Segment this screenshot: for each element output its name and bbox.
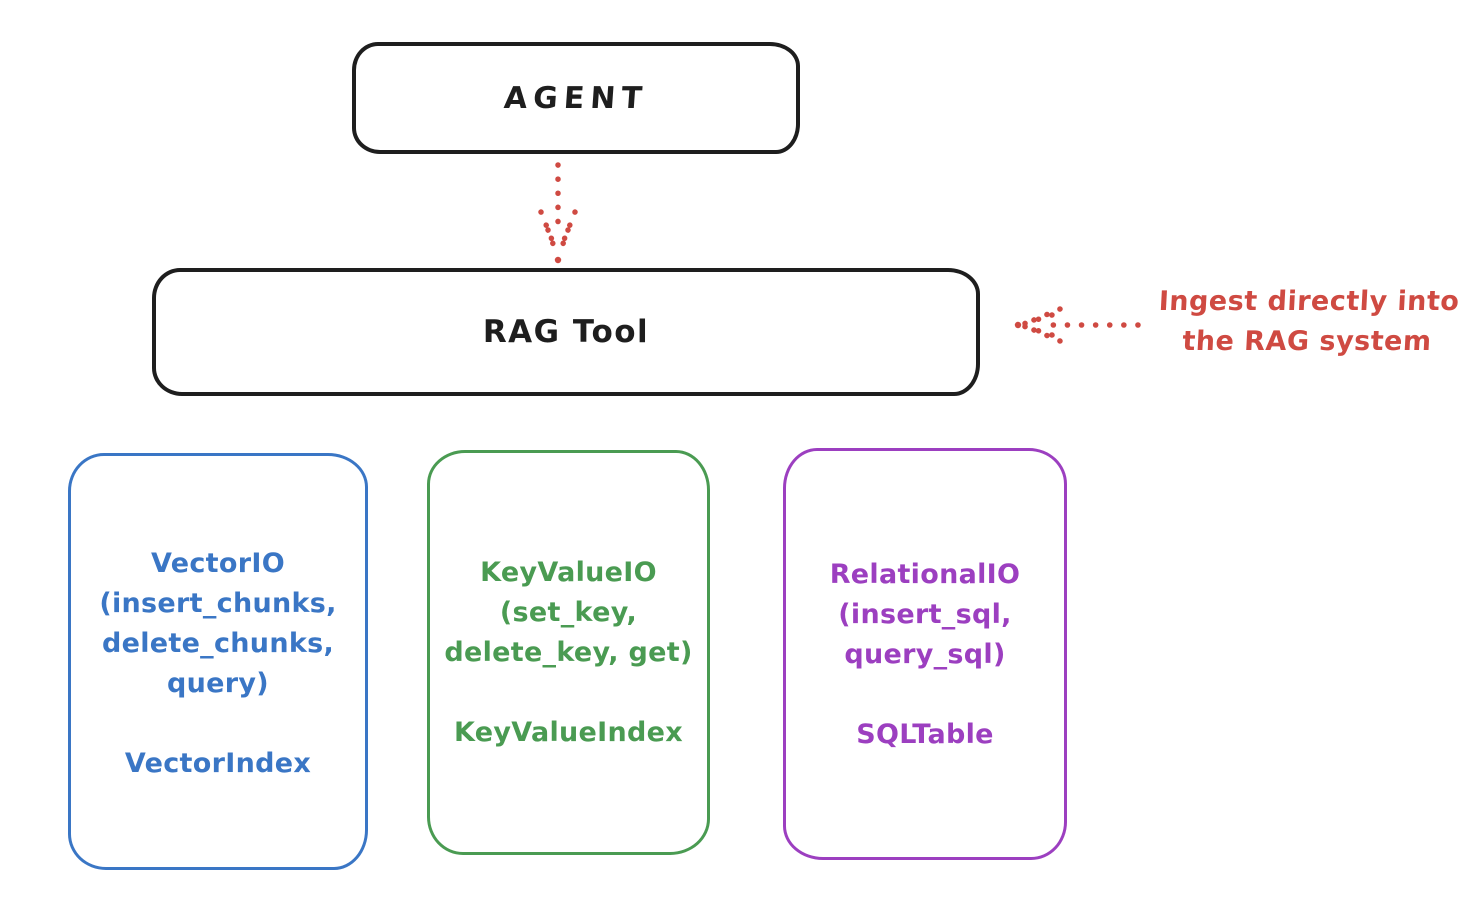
sql-table-label: SQLTable	[856, 719, 994, 750]
agent-box: AGENT	[352, 42, 800, 154]
agent-label: AGENT	[502, 80, 650, 116]
backend-box-relational-io: RelationalIO (insert_sql, query_sql) SQL…	[783, 448, 1067, 860]
annotation-line-2: the RAG system	[1181, 326, 1433, 357]
relational-io-line: (insert_sql,	[838, 599, 1012, 630]
vector-io-line: query)	[167, 668, 269, 699]
annotation-line-1: Ingest directly into	[1157, 286, 1461, 317]
keyvalue-io-line: (set_key,	[499, 597, 638, 628]
rag-tool-box: RAG Tool	[152, 268, 980, 396]
keyvalue-io-line: delete_key, get)	[444, 637, 693, 668]
keyvalue-index-label: KeyValueIndex	[453, 717, 683, 748]
arrow-left-dotted-icon	[1014, 306, 1141, 344]
relational-io-line: query_sql)	[844, 639, 1006, 670]
rag-tool-label: RAG Tool	[482, 314, 650, 350]
keyvalue-io-line: KeyValueIO	[480, 557, 657, 588]
relational-io-line: RelationalIO	[829, 559, 1021, 590]
backend-box-keyvalue-io: KeyValueIO (set_key, delete_key, get) Ke…	[427, 450, 710, 855]
arrow-down-dotted-icon	[538, 162, 578, 264]
vector-io-line: VectorIO	[151, 548, 285, 579]
backend-box-vector-io: VectorIO (insert_chunks, delete_chunks, …	[68, 453, 368, 870]
vector-io-line: (insert_chunks,	[99, 588, 337, 619]
annotation-ingest-note: Ingest directly into the RAG system	[1138, 282, 1478, 362]
vector-io-line: delete_chunks,	[101, 628, 335, 659]
vector-index-label: VectorIndex	[124, 748, 312, 779]
